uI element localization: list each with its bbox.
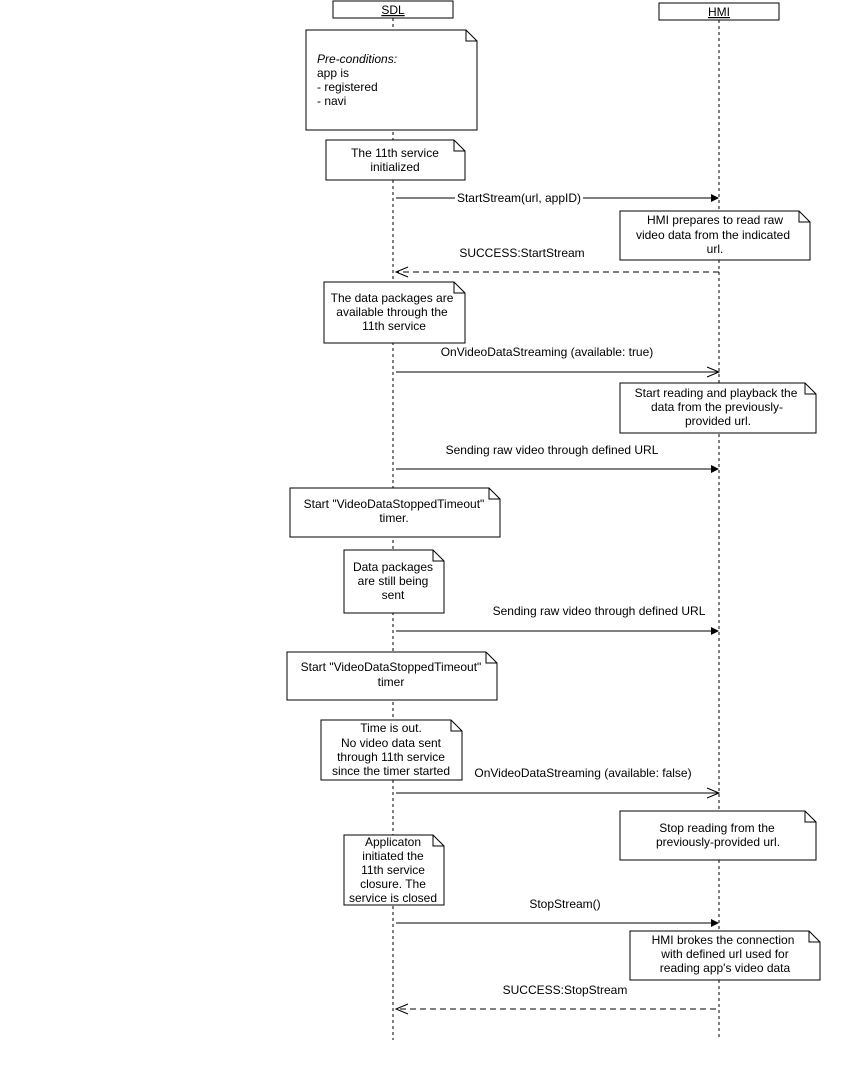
note-line: The 11th service [351, 146, 439, 160]
note-line: with defined url used for [660, 947, 788, 961]
message-label: StopStream() [529, 897, 600, 911]
note-line: Stop reading from the [659, 821, 775, 835]
note-start-reading: Start reading and playback the data from… [619, 382, 817, 434]
note-timer-start-2: Start "VideoDataStoppedTimeout" timer [286, 651, 498, 701]
note-line: initiated the [362, 849, 424, 863]
note-line: are still being [358, 574, 429, 588]
note-line: - navi [317, 94, 346, 108]
note-packages-available: The data packages are available through … [323, 281, 466, 344]
note-line: video data from the indicated [636, 228, 790, 242]
message-label: SUCCESS:StartStream [459, 246, 584, 260]
participant-hmi: HMI [658, 2, 780, 21]
participant-sdl-label: SDL [381, 3, 405, 17]
message-start-stream: StartStream(url, appID) [396, 190, 719, 205]
participant-sdl: SDL [332, 0, 454, 19]
message-label: StartStream(url, appID) [457, 191, 581, 205]
note-line: closure. The [360, 877, 426, 891]
message-label: SUCCESS:StopStream [503, 983, 628, 997]
note-stop-reading: Stop reading from the previously-provide… [619, 810, 817, 861]
message-on-video-true: OnVideoDataStreaming (available: true) [396, 345, 721, 378]
note-line: reading app's video data [660, 961, 791, 975]
note-hmi-prepares: HMI prepares to read raw video data from… [619, 210, 811, 261]
message-label: OnVideoDataStreaming (available: true) [441, 345, 654, 359]
note-line: timer. [379, 511, 408, 525]
message-success-stop-stream: SUCCESS:StopStream [394, 983, 716, 1015]
note-line: 11th service [362, 319, 426, 333]
note-line: 11th service [361, 863, 425, 877]
note-line: - registered [317, 80, 378, 94]
note-line: Pre-conditions: [317, 52, 397, 66]
note-line: The data packages are [331, 291, 454, 305]
message-label: Sending raw video through defined URL [446, 443, 659, 457]
note-line: url. [707, 242, 724, 256]
note-line: Time is out. [360, 721, 422, 735]
message-sending-raw-2: Sending raw video through defined URL [396, 604, 719, 635]
note-line: provided url. [685, 414, 751, 428]
note-app-closure: Applicaton initiated the 11th service cl… [343, 834, 445, 906]
note-line: HMI brokes the connection [652, 933, 795, 947]
note-service-initialized: The 11th service initialized [325, 139, 466, 181]
note-timer-start-1: Start "VideoDataStoppedTimeout" timer. [289, 487, 501, 538]
note-line: Start reading and playback the [635, 386, 798, 400]
message-stop-stream: StopStream() [396, 897, 719, 927]
note-line: available through the [336, 305, 448, 319]
note-line: timer [378, 675, 405, 689]
note-line: Start "VideoDataStoppedTimeout" [301, 660, 482, 674]
note-line: through 11th service [337, 750, 445, 764]
message-label: OnVideoDataStreaming (available: false) [474, 766, 691, 780]
note-time-out: Time is out. No video data sent through … [320, 719, 463, 781]
note-line: since the timer started [332, 764, 450, 778]
note-still-sent: Data packages are still being sent [343, 549, 445, 614]
participant-hmi-label: HMI [708, 5, 730, 19]
message-sending-raw-1: Sending raw video through defined URL [396, 443, 719, 473]
message-success-start-stream: SUCCESS:StartStream [394, 246, 719, 278]
note-line: Start "VideoDataStoppedTimeout" [304, 497, 485, 511]
note-line: service is closed [349, 891, 437, 905]
note-line: initialized [370, 160, 419, 174]
note-line: app is [317, 66, 349, 80]
note-preconditions: Pre-conditions: app is - registered - na… [305, 29, 478, 131]
message-on-video-false: OnVideoDataStreaming (available: false) [396, 766, 721, 799]
note-line: sent [382, 588, 405, 602]
note-line: HMI prepares to read raw [647, 213, 783, 227]
note-line: previously-provided url. [656, 835, 780, 849]
note-hmi-brokes: HMI brokes the connection with defined u… [629, 930, 821, 981]
note-line: Data packages [353, 560, 433, 574]
note-line: Applicaton [365, 835, 421, 849]
note-line: data from the previously- [651, 400, 783, 414]
note-line: No video data sent [341, 736, 442, 750]
message-label: Sending raw video through defined URL [493, 604, 706, 618]
